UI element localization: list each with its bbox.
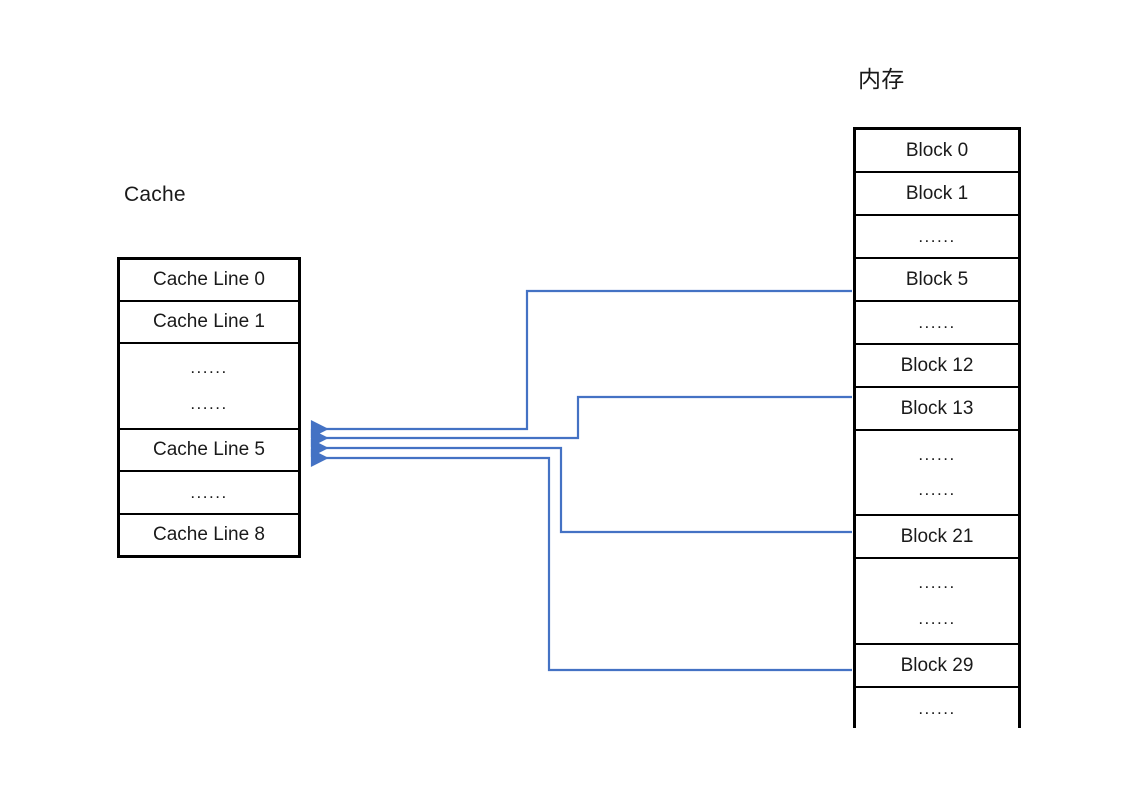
connector-block-5-to-cache-line-5 bbox=[310, 289, 852, 439]
memory-row-block-13[interactable]: Block 13 bbox=[856, 388, 1018, 431]
ellipsis-text: ...... bbox=[918, 573, 956, 592]
cache-row-ellipsis-upper: ...... ...... bbox=[120, 344, 298, 430]
memory-row-ellipsis-4: ...... ...... bbox=[856, 559, 1018, 645]
memory-row-block-21[interactable]: Block 21 bbox=[856, 516, 1018, 559]
cache-table: Cache Line 0 Cache Line 1 ...... ...... … bbox=[117, 257, 301, 558]
memory-row-block-1[interactable]: Block 1 bbox=[856, 173, 1018, 216]
memory-row-block-29[interactable]: Block 29 bbox=[856, 645, 1018, 688]
memory-row-ellipsis-5: ...... bbox=[856, 688, 1018, 730]
ellipsis-text: ...... bbox=[918, 312, 956, 332]
cache-row-label: Cache Line 8 bbox=[153, 524, 265, 545]
memory-row-label: Block 29 bbox=[900, 654, 974, 676]
ellipsis-text: ...... bbox=[918, 444, 956, 464]
memory-title: 内存 bbox=[858, 66, 905, 92]
cache-row-line-8[interactable]: Cache Line 8 bbox=[120, 515, 298, 555]
cache-row-label: Cache Line 0 bbox=[153, 269, 265, 290]
cache-row-ellipsis-lower: ...... bbox=[120, 472, 298, 515]
cache-row-line-5[interactable]: Cache Line 5 bbox=[120, 430, 298, 472]
ellipsis-text: ...... bbox=[918, 480, 956, 500]
memory-table: Block 0 Block 1 ...... Block 5 ...... Bl… bbox=[853, 127, 1021, 730]
memory-row-ellipsis-1: ...... bbox=[856, 216, 1018, 259]
memory-row-label: Block 21 bbox=[900, 525, 974, 547]
memory-row-label: Block 0 bbox=[905, 139, 969, 161]
cache-row-label: Cache Line 1 bbox=[153, 311, 265, 332]
connector-block-21-to-cache-line-5 bbox=[310, 438, 852, 534]
ellipsis-text: ...... bbox=[918, 609, 956, 628]
ellipsis-text: ...... bbox=[190, 358, 228, 377]
connector-block-13-to-cache-line-5 bbox=[310, 395, 852, 448]
cache-row-label: Cache Line 5 bbox=[153, 439, 265, 460]
ellipsis-text: ...... bbox=[918, 226, 956, 246]
memory-row-block-0[interactable]: Block 0 bbox=[856, 130, 1018, 173]
connector-block-29-to-cache-line-5 bbox=[310, 448, 852, 672]
memory-row-block-5[interactable]: Block 5 bbox=[856, 259, 1018, 302]
ellipsis-text: ...... bbox=[190, 482, 228, 502]
cache-row-line-1[interactable]: Cache Line 1 bbox=[120, 302, 298, 344]
memory-row-label: Block 1 bbox=[905, 182, 969, 204]
memory-row-label: Block 12 bbox=[900, 354, 974, 376]
memory-row-ellipsis-3: ...... ...... bbox=[856, 431, 1018, 516]
cache-title: Cache bbox=[124, 183, 186, 206]
ellipsis-text: ...... bbox=[190, 394, 228, 413]
ellipsis-text: ...... bbox=[918, 699, 956, 718]
memory-row-label: Block 13 bbox=[900, 397, 974, 419]
cache-row-line-0[interactable]: Cache Line 0 bbox=[120, 260, 298, 302]
memory-row-ellipsis-2: ...... bbox=[856, 302, 1018, 345]
memory-row-label: Block 5 bbox=[905, 268, 969, 290]
memory-row-block-12[interactable]: Block 12 bbox=[856, 345, 1018, 388]
